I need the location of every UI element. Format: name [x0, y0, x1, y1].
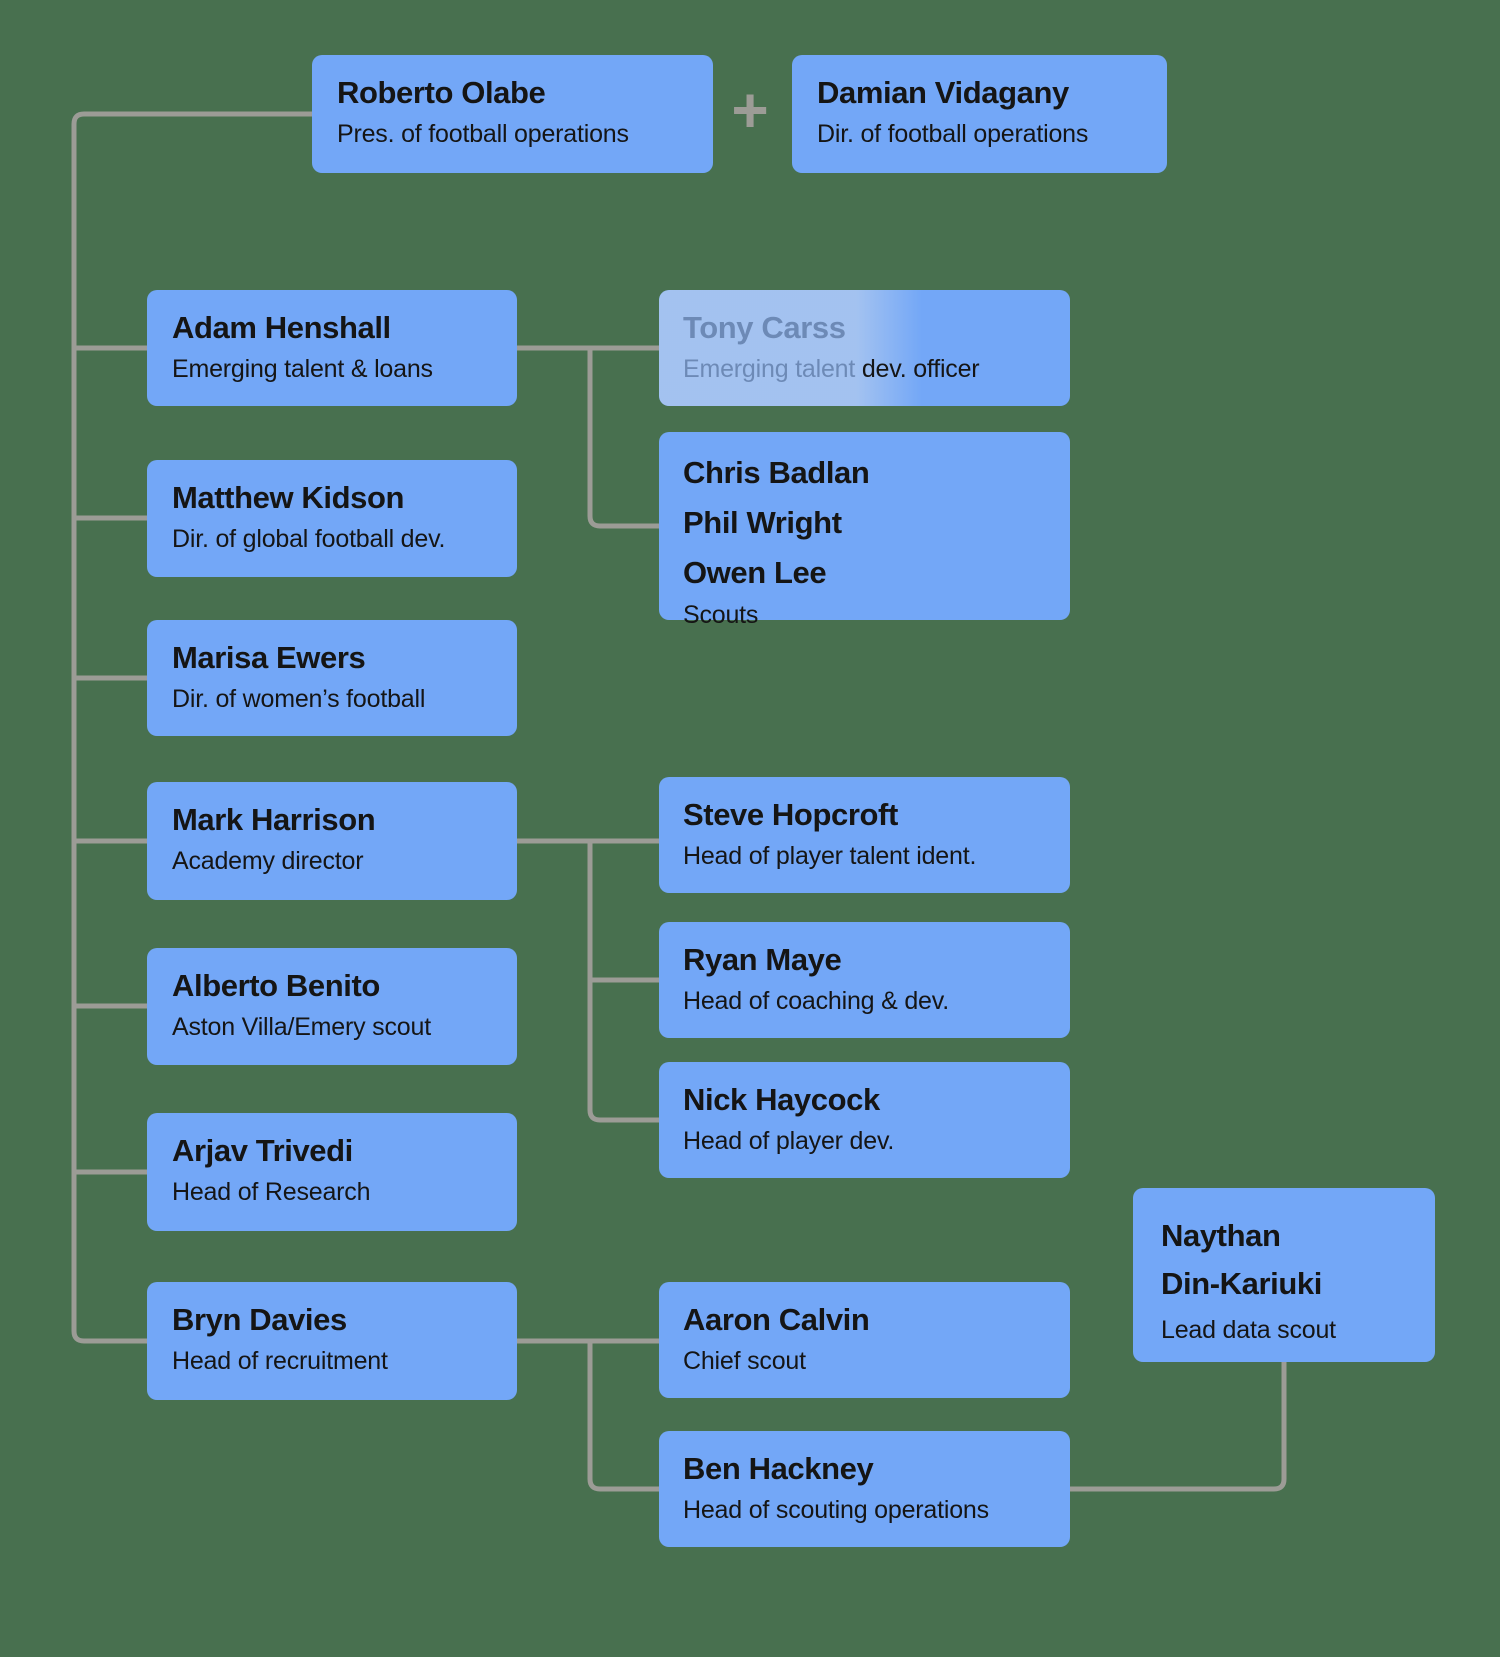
person-box-steve-hopcroft: Steve Hopcroft Head of player talent ide…: [659, 777, 1070, 893]
person-name: Phil Wright: [683, 505, 842, 540]
person-title: Emerging talent dev. officer: [683, 354, 1050, 384]
person-title: Head of recruitment: [172, 1347, 388, 1375]
person-title: Head of player talent ident.: [683, 842, 977, 870]
person-box-damian-vidagany: Damian Vidagany Dir. of football operati…: [792, 55, 1167, 173]
person-box-mark-harrison: Mark Harrison Academy director: [147, 782, 517, 900]
person-box-aaron-calvin: Aaron Calvin Chief scout: [659, 1282, 1070, 1398]
person-box-scouts: Chris Badlan Phil Wright Owen Lee Scouts: [659, 432, 1070, 629]
person-box-alberto-benito: Alberto Benito Aston Villa/Emery scout: [147, 948, 517, 1065]
person-title: Head of scouting operations: [683, 1496, 989, 1524]
person-title: Pres. of football operations: [337, 120, 629, 148]
person-box-arjav-trivedi: Arjav Trivedi Head of Research: [147, 1113, 517, 1231]
person-name: Matthew Kidson: [172, 480, 405, 515]
person-title: Scouts: [683, 601, 759, 629]
person-title: Head of Research: [172, 1178, 371, 1206]
person-title: Emerging talent & loans: [172, 355, 433, 383]
person-title: Dir. of football operations: [817, 120, 1089, 148]
person-name: Aaron Calvin: [683, 1302, 870, 1337]
person-title: Head of player dev.: [683, 1127, 895, 1155]
person-name: Owen Lee: [683, 555, 827, 590]
person-title: Chief scout: [683, 1347, 806, 1375]
harrison-spine: [587, 841, 659, 1123]
person-title: Lead data scout: [1161, 1316, 1336, 1344]
person-name: Tony Carss: [683, 310, 846, 345]
person-title: Academy director: [172, 847, 364, 875]
trunk-line: [71, 111, 312, 1344]
person-title: Aston Villa/Emery scout: [172, 1013, 431, 1041]
person-name: Ben Hackney: [683, 1451, 874, 1486]
person-box-naythan-din-kariuki: Naythan Din-Kariuki Lead data scout: [1133, 1188, 1435, 1362]
person-name: Bryn Davies: [172, 1302, 347, 1337]
person-name: Chris Badlan: [683, 455, 870, 490]
person-title: Dir. of global football dev.: [172, 525, 446, 553]
henshall-to-scouts: [587, 348, 659, 529]
person-name: Roberto Olabe: [337, 75, 546, 110]
person-box-matthew-kidson: Matthew Kidson Dir. of global football d…: [147, 460, 517, 577]
person-title-solid: dev. officer: [855, 355, 980, 383]
davies-to-hackney: [587, 1341, 659, 1492]
person-name: Mark Harrison: [172, 802, 376, 837]
person-box-ben-hackney: Ben Hackney Head of scouting operations: [659, 1431, 1070, 1547]
fade-transition-overlay: [659, 290, 1070, 406]
person-name: Naythan: [1161, 1218, 1281, 1253]
person-title-fading: Emerging talent: [683, 355, 856, 383]
person-box-roberto-olabe: Roberto Olabe Pres. of football operatio…: [312, 55, 713, 173]
person-name: Adam Henshall: [172, 310, 391, 345]
plus-sign: +: [731, 74, 769, 147]
person-title: Head of coaching & dev.: [683, 987, 949, 1015]
person-box-nick-haycock: Nick Haycock Head of player dev.: [659, 1062, 1070, 1178]
person-box-ryan-maye: Ryan Maye Head of coaching & dev.: [659, 922, 1070, 1038]
person-box-adam-henshall: Adam Henshall Emerging talent & loans: [147, 290, 517, 406]
person-box-bryn-davies: Bryn Davies Head of recruitment: [147, 1282, 517, 1400]
person-name: Ryan Maye: [683, 942, 842, 977]
dinkariuki-to-hackney: [1070, 1362, 1287, 1492]
person-box-marisa-ewers: Marisa Ewers Dir. of women’s football: [147, 620, 517, 736]
person-title: Dir. of women’s football: [172, 685, 426, 713]
person-name: Alberto Benito: [172, 968, 380, 1003]
person-name: Din-Kariuki: [1161, 1266, 1322, 1301]
person-name: Damian Vidagany: [817, 75, 1069, 110]
person-name: Nick Haycock: [683, 1082, 880, 1117]
person-name: Steve Hopcroft: [683, 797, 898, 832]
person-name: Marisa Ewers: [172, 640, 366, 675]
person-name: Arjav Trivedi: [172, 1133, 353, 1168]
person-box-tony-carss: Tony Carss Emerging talent dev. officer: [659, 290, 1070, 406]
